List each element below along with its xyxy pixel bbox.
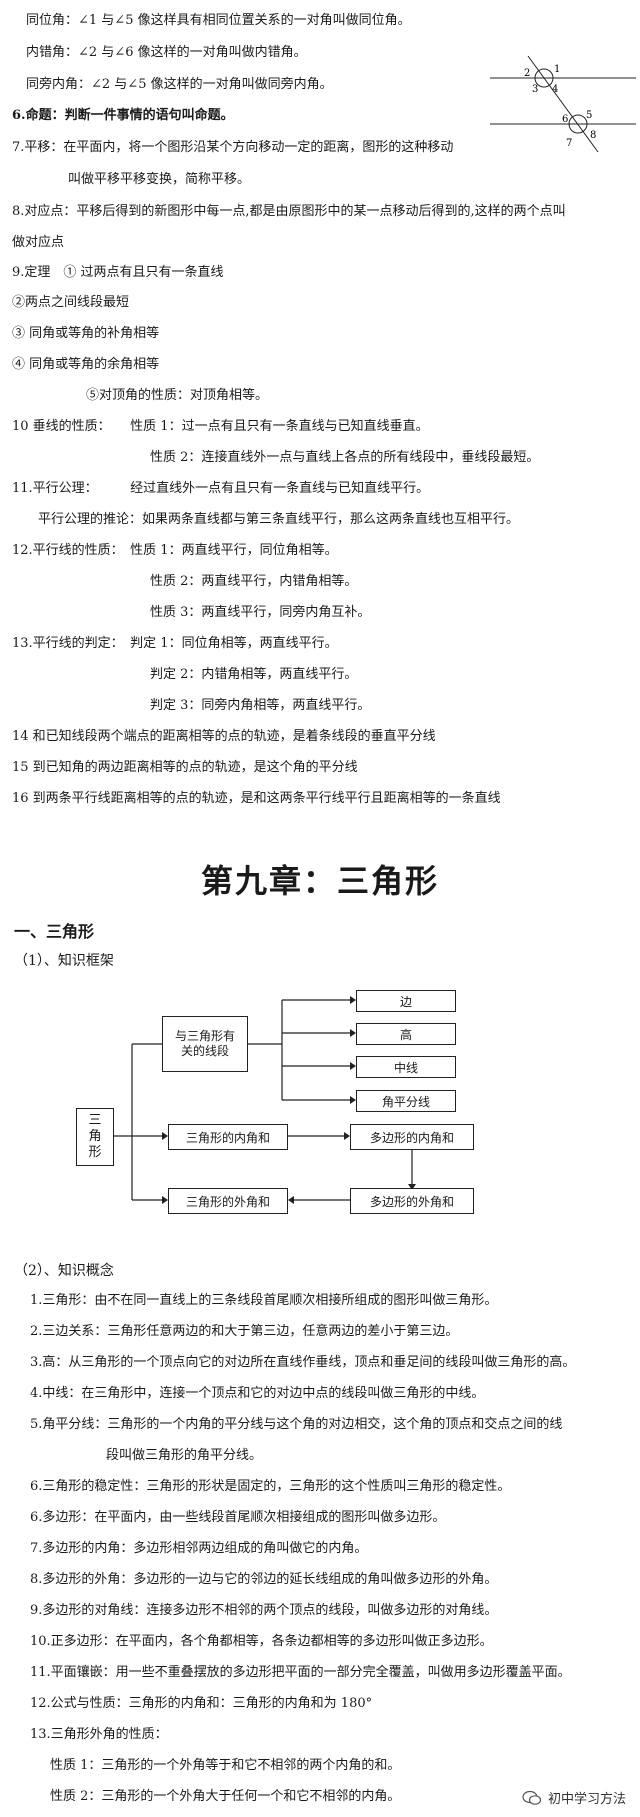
text-line: 平行公理的推论：如果两条直线都与第三条直线平行，那么这两条直线也互相平行。 xyxy=(38,512,520,527)
figure-label: 4 xyxy=(552,84,558,95)
framework-poly-inner-box: 多边形的内角和 xyxy=(350,1124,474,1150)
text-line: ④ 同角或等角的余角相等 xyxy=(12,357,160,372)
text-line: 内错角：∠2 与∠6 像这样的一对角叫做内错角。 xyxy=(26,45,307,60)
text-line: 10 垂线的性质： 性质 1：过一点有且只有一条直线与已知直线垂直。 xyxy=(12,419,429,434)
figure-label: 1 xyxy=(554,64,560,75)
text-line: 15 到已知角的两边距离相等的点的轨迹，是这个角的平分线 xyxy=(12,760,358,775)
text-line: 6.多边形：在平面内，由一些线段首尾顺次相接组成的图形叫做多边形。 xyxy=(30,1510,446,1525)
text-line: 8.对应点：平移后得到的新图形中每一点,都是由原图形中的某一点移动后得到的,这样… xyxy=(12,204,566,219)
framework-seg-height: 高 xyxy=(356,1023,456,1045)
text-line: 性质 2：两直线平行，内错角相等。 xyxy=(150,574,358,589)
section-title: 一、三角形 xyxy=(14,922,95,941)
text-line: 4.中线：在三角形中，连接一个顶点和它的对边中点的线段叫做三角形的中线。 xyxy=(30,1386,485,1401)
text-line: 叫做平移平移变换，简称平移。 xyxy=(68,172,251,187)
text-line: 11.平面镶嵌：用一些不重叠摆放的多边形把平面的一部分完全覆盖，叫做用多边形覆盖… xyxy=(30,1665,571,1680)
text-line: 段叫做三角形的角平分线。 xyxy=(106,1448,263,1463)
framework-segments-box: 与三角形有关的线段 xyxy=(162,1016,248,1072)
framework-inner-sum-box: 三角形的内角和 xyxy=(168,1124,288,1150)
subsection-title: （2）、知识概念 xyxy=(14,1263,114,1279)
text-line: 性质 2：连接直线外一点与直线上各点的所有线段中，垂线段最短。 xyxy=(150,450,540,465)
text-line: 性质 2：三角形的一个外角大于任何一个和它不相邻的内角。 xyxy=(50,1789,401,1804)
framework-seg-edge: 边 xyxy=(356,990,456,1012)
text-line: 8.多边形的外角：多边形的一边与它的邻边的延长线组成的角叫做多边形的外角。 xyxy=(30,1572,498,1587)
figure-label: 5 xyxy=(586,110,592,121)
angle-figure: 1 2 3 4 5 6 7 8 xyxy=(490,55,636,153)
text-line: 2.三边关系：三角形任意两边的和大于第三边，任意两边的差小于第三边。 xyxy=(30,1324,459,1339)
framework-seg-bisector: 角平分线 xyxy=(356,1090,456,1112)
text-line: 判定 3：同旁内角相等，两直线平行。 xyxy=(150,698,371,713)
wechat-icon xyxy=(522,1790,542,1805)
text-line: 1.三角形：由不在同一直线上的三条线段首尾顺次相接所组成的图形叫做三角形。 xyxy=(30,1293,498,1308)
text-line: ⑤对顶角的性质：对顶角相等。 xyxy=(86,388,269,403)
text-line: 7.多边形的内角：多边形相邻两边组成的角叫做它的内角。 xyxy=(30,1541,368,1556)
framework-root-box: 三角形 xyxy=(76,1108,114,1166)
text-line: 9.多边形的对角线：连接多边形不相邻的两个顶点的线段，叫做多边形的对角线。 xyxy=(30,1603,498,1618)
text-line: 13.三角形外角的性质： xyxy=(30,1727,168,1742)
text-line: 判定 2：内错角相等，两直线平行。 xyxy=(150,667,358,682)
text-line: 6.三角形的稳定性：三角形的形状是固定的，三角形的这个性质叫三角形的稳定性。 xyxy=(30,1479,511,1494)
text-line: 做对应点 xyxy=(12,235,65,250)
framework-seg-median: 中线 xyxy=(356,1056,456,1078)
text-line: 11.平行公理： 经过直线外一点有且只有一条直线与已知直线平行。 xyxy=(12,481,430,496)
text-line: 3.高：从三角形的一个顶点向它的对边所在直线作垂线，顶点和垂足间的线段叫做三角形… xyxy=(30,1355,576,1370)
figure-label: 6 xyxy=(562,114,568,125)
figure-label: 8 xyxy=(590,130,596,141)
text-line: 13.平行线的判定： 判定 1：同位角相等，两直线平行。 xyxy=(12,636,338,651)
text-line: ②两点之间线段最短 xyxy=(12,295,130,310)
text-line: 12.平行线的性质： 性质 1：两直线平行，同位角相等。 xyxy=(12,543,338,558)
watermark-text: 初中学习方法 xyxy=(547,1792,626,1807)
figure-label: 2 xyxy=(524,68,530,79)
text-line: 10.正多边形：在平面内，各个角都相等，各条边都相等的多边形叫做正多边形。 xyxy=(30,1634,493,1649)
text-line: 7.平移：在平面内，将一个图形沿某个方向移动一定的距离，图形的这种移动 xyxy=(12,140,454,155)
text-line: 12.公式与性质：三角形的内角和：三角形的内角和为 180° xyxy=(30,1696,373,1711)
framework-outer-box: 三角形的外角和 xyxy=(168,1188,288,1214)
watermark: 初中学习方法 xyxy=(522,1788,626,1807)
text-line: 同旁内角：∠2 与∠5 像这样的一对角叫做同旁内角。 xyxy=(26,77,333,92)
figure-label: 7 xyxy=(566,138,572,149)
text-line: ③ 同角或等角的补角相等 xyxy=(12,326,160,341)
text-line: 性质 1：三角形的一个外角等于和它不相邻的两个内角的和。 xyxy=(50,1758,401,1773)
text-line: 9.定理 ① 过两点有且只有一条直线 xyxy=(12,265,224,280)
text-line: 6.命题：判断一件事情的语句叫命题。 xyxy=(12,108,234,123)
chapter-title: 第九章：三角形 xyxy=(200,862,439,900)
figure-label: 3 xyxy=(532,84,538,95)
subsection-title: （1）、知识框架 xyxy=(14,953,114,969)
text-line: 16 到两条平行线距离相等的点的轨迹，是和这两条平行线平行且距离相等的一条直线 xyxy=(12,791,501,806)
text-line: 性质 3：两直线平行，同旁内角互补。 xyxy=(150,605,371,620)
text-line: 同位角：∠1 与∠5 像这样具有相同位置关系的一对角叫做同位角。 xyxy=(26,13,411,28)
framework-poly-outer-box: 多边形的外角和 xyxy=(350,1188,474,1214)
text-line: 14 和已知线段两个端点的距离相等的点的轨迹，是着条线段的垂直平分线 xyxy=(12,729,436,744)
text-line: 5.角平分线：三角形的一个内角的平分线与这个角的对边相交，这个角的顶点和交点之间… xyxy=(30,1417,563,1432)
